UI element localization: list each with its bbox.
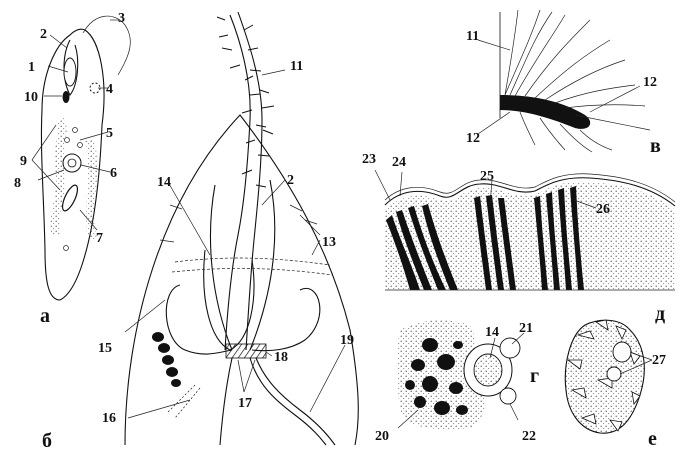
label-a-5: 5 <box>106 126 113 141</box>
label-a-7: 7 <box>96 231 103 246</box>
panel-letter-g: г <box>530 365 539 387</box>
label-d-25: 25 <box>480 169 494 184</box>
label-a-10: 10 <box>24 90 38 105</box>
label-a-1: 1 <box>28 60 35 75</box>
label-g-21: 21 <box>519 321 533 336</box>
label-v-12-left: 12 <box>466 131 480 146</box>
label-a-6: 6 <box>110 166 117 181</box>
label-g-20: 20 <box>375 429 389 444</box>
panel-v-labels: 11 12 12 в <box>466 29 661 157</box>
label-g-22: 22 <box>522 429 536 444</box>
panel-v-cilia <box>477 9 651 153</box>
panel-b-labels: 2 11 13 14 15 16 17 18 19 б <box>42 59 354 452</box>
label-b-2: 2 <box>287 173 294 188</box>
label-v-12-right: 12 <box>643 75 657 90</box>
label-d-23: 23 <box>362 152 376 167</box>
panel-letter-b: б <box>42 430 52 452</box>
label-b-13: 13 <box>322 235 336 250</box>
label-a-2: 2 <box>40 27 47 42</box>
panel-letter-d: д <box>655 303 665 325</box>
label-b-16: 16 <box>102 411 116 426</box>
label-b-15: 15 <box>98 341 112 356</box>
panel-g-labels: 14 20 21 22 г <box>375 321 539 444</box>
panel-a-cell <box>31 15 131 301</box>
panel-d-labels: 23 24 25 26 д <box>362 152 665 325</box>
label-a-4: 4 <box>106 82 113 97</box>
label-e-27: 27 <box>652 353 666 368</box>
panel-g-vacuoles <box>396 320 525 430</box>
label-a-8: 8 <box>14 176 21 191</box>
label-a-3: 3 <box>118 11 125 26</box>
panel-letter-a: а <box>40 305 50 327</box>
panel-letter-v: в <box>650 135 661 157</box>
label-d-26: 26 <box>596 202 610 217</box>
label-b-14: 14 <box>157 175 171 190</box>
panel-a-labels: 1 2 3 4 5 6 7 8 9 10 а <box>14 11 125 327</box>
panel-letter-e: е <box>648 428 657 450</box>
label-b-11: 11 <box>290 59 303 74</box>
label-g-14: 14 <box>485 325 499 340</box>
panel-e-cyst <box>564 319 653 434</box>
panel-d-pellicle <box>374 169 676 291</box>
panel-e-labels: 27 е <box>648 353 666 450</box>
panel-b-structure <box>124 11 359 446</box>
label-d-24: 24 <box>392 155 406 170</box>
label-v-11: 11 <box>466 29 479 44</box>
label-a-9: 9 <box>20 154 27 169</box>
label-b-17: 17 <box>238 396 252 411</box>
label-b-18: 18 <box>274 350 288 365</box>
label-b-19: 19 <box>340 333 354 348</box>
